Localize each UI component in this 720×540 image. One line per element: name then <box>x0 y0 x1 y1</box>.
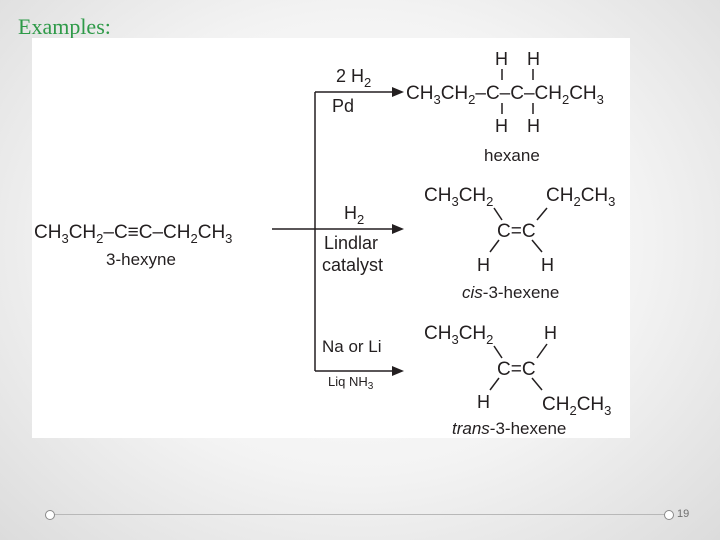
arrow-2-head <box>392 224 404 234</box>
footer-divider <box>50 514 670 515</box>
hexane-name: hexane <box>484 146 540 165</box>
hexane-h-top-1: H <box>495 49 508 69</box>
reactant-name: 3-hexyne <box>106 250 176 269</box>
alkyne-reduction-diagram: CH3CH2–C≡C–CH2CH3 3-hexyne 2 H2 Pd CH3CH… <box>32 38 630 438</box>
reaction-2-reagent-2: Lindlar <box>324 233 378 253</box>
reactant-formula: CH3CH2–C≡C–CH2CH3 <box>34 222 232 246</box>
bond <box>531 377 543 391</box>
cis-ethyl-right: CH2CH3 <box>546 185 615 209</box>
arrow-3-head <box>392 366 404 376</box>
trans-double-bond: C=C <box>497 359 536 380</box>
hexane-formula: CH3CH2–C–C–CH2CH3 <box>406 83 604 107</box>
cis-h-left: H <box>477 255 490 275</box>
bond <box>536 207 548 221</box>
trans-h-bottom-left: H <box>477 392 490 412</box>
bond <box>493 345 503 359</box>
footer-bullet-right <box>664 510 674 520</box>
bond <box>536 343 548 359</box>
trans-name: trans-3-hexene <box>452 419 566 438</box>
bond <box>493 207 503 221</box>
bond <box>489 377 500 391</box>
reaction-3-reagent-1: Na or Li <box>322 337 382 356</box>
reaction-1-reagent-1: 2 H2 <box>336 66 371 90</box>
trans-ethyl-right: CH2CH3 <box>542 394 611 418</box>
cis-name: cis-3-hexene <box>462 283 559 302</box>
slide-title: Examples: <box>18 14 111 39</box>
cis-ethyl-left: CH3CH2 <box>424 185 493 209</box>
reaction-2-reagent-3: catalyst <box>322 255 383 275</box>
reaction-1-reagent-2: Pd <box>332 96 354 116</box>
reaction-2-reagent-1: H2 <box>344 203 364 227</box>
hexane-h-top-2: H <box>527 49 540 69</box>
page-number: 19 <box>677 508 690 520</box>
hexane-h-bottom-1: H <box>495 116 508 136</box>
bond <box>531 239 543 253</box>
trans-ethyl-left: CH3CH2 <box>424 323 493 347</box>
cis-double-bond: C=C <box>497 221 536 242</box>
footer-bullet-left <box>45 510 55 520</box>
hexane-h-bottom-2: H <box>527 116 540 136</box>
arrow-1-head <box>392 87 404 97</box>
trans-h-top-right: H <box>544 323 557 343</box>
reaction-3-reagent-2: Liq NH3 <box>328 374 374 392</box>
bond <box>489 239 500 253</box>
cis-h-right: H <box>541 255 554 275</box>
reaction-scheme: CH3CH2–C≡C–CH2CH3 3-hexyne 2 H2 Pd CH3CH… <box>34 49 615 438</box>
